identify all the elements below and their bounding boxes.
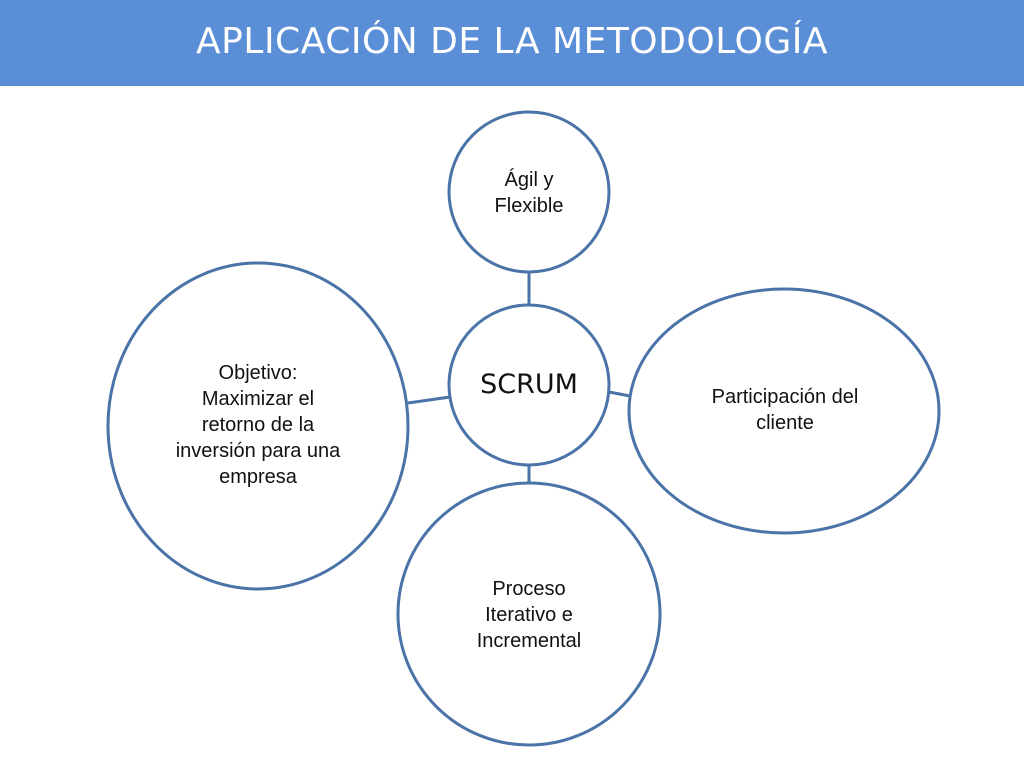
node-label-bottom: Proceso Iterativo e Incremental	[476, 578, 582, 652]
node-label-right: Participación del cliente	[711, 386, 859, 434]
node-label-left: Objetivo: Maximizar el retorno de la inv…	[175, 362, 341, 488]
connector-left	[407, 395, 451, 405]
node-circle-right	[627, 287, 941, 535]
connector-right	[608, 390, 631, 398]
slide-title: APLICACIÓN DE LA METODOLOGÍA	[196, 21, 828, 62]
node-circle-left	[106, 261, 410, 591]
title-bar	[0, 0, 1024, 86]
center-circle	[447, 303, 611, 467]
center-label: SCRUM	[480, 369, 578, 400]
node-label-top: Ágil y Flexible	[494, 169, 564, 217]
node-circle-bottom	[396, 481, 662, 747]
node-circle-top	[447, 110, 611, 274]
